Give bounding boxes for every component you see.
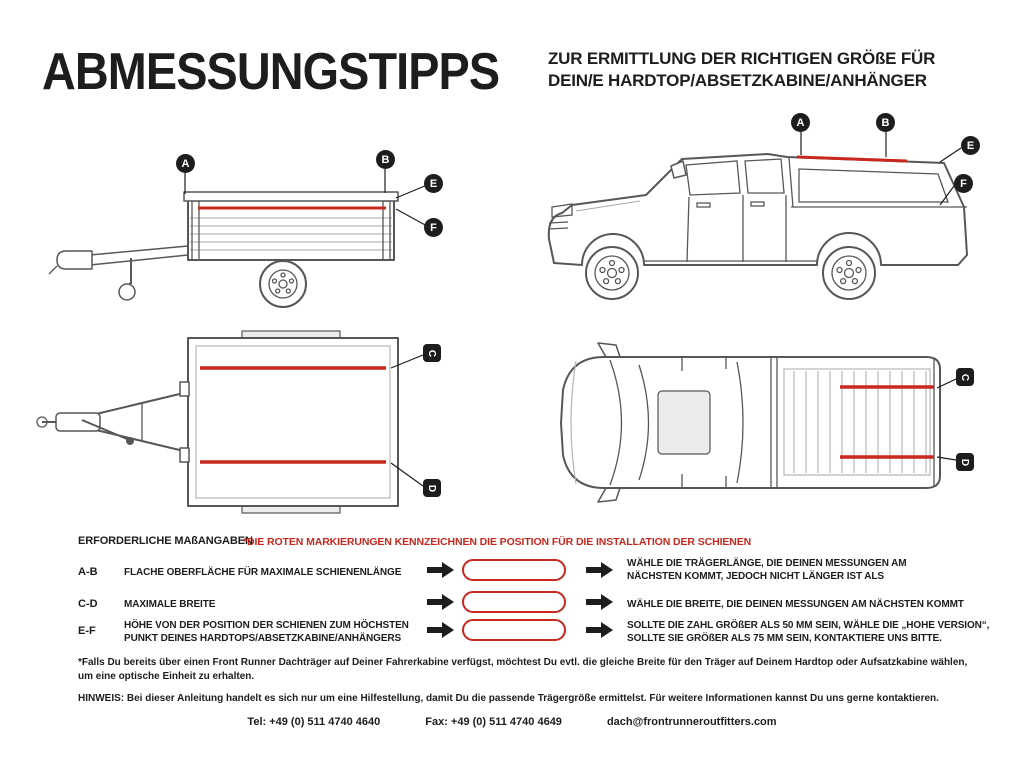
truck-top-view-illustration [560, 342, 957, 503]
marker-e-trailer: E [424, 174, 443, 193]
marker-a-truck: A [791, 113, 810, 132]
marker-b-truck: B [876, 113, 895, 132]
marker-letter: C [959, 373, 971, 381]
measurements-heading: ERFORDERLICHE MAßANGABEN [78, 535, 253, 547]
row-ab-label: FLACHE OBERFLÄCHE FÜR MAXIMALE SCHIENENL… [124, 567, 402, 578]
measurement-field-ab[interactable] [462, 559, 566, 581]
marker-letter: C [426, 349, 438, 357]
asterisk-footnote: *Falls Du bereits über einen Front Runne… [78, 657, 968, 682]
measurement-field-ef[interactable] [462, 619, 566, 641]
marker-f-truck: F [954, 174, 973, 193]
subtitle-line1: ZUR ERMITTLUNG DER RICHTIGEN GRÖßE FÜR [548, 49, 936, 68]
marker-letter: D [426, 484, 438, 492]
marker-letter: D [959, 458, 971, 466]
red-markings-note: *DIE ROTEN MARKIERUNGEN KENNZEICHNEN DIE… [243, 536, 752, 548]
arrow-icon [586, 594, 616, 610]
trailer-top-view-illustration [36, 330, 424, 514]
arrow-icon [586, 622, 616, 638]
subtitle-line2: DEIN/E HARDTOP/ABSETZKABINE/ANHÄNGER [548, 71, 927, 90]
trailer-side-view-illustration [48, 169, 428, 308]
measurement-field-cd[interactable] [462, 591, 566, 613]
marker-f-trailer: F [424, 218, 443, 237]
marker-d-truck-top: D [956, 453, 974, 471]
row-cd-code: C-D [78, 598, 98, 610]
row-ef-label: HÖHE VON DER POSITION DER SCHIENEN ZUM H… [124, 620, 409, 644]
arrow-icon [427, 594, 457, 610]
marker-c-trailer-top: C [423, 344, 441, 362]
marker-b-trailer: B [376, 150, 395, 169]
row-cd-label: MAXIMALE BREITE [124, 599, 216, 610]
row-ef-code: E-F [78, 625, 96, 637]
page-title: ABMESSUNGSTIPPS [42, 43, 500, 101]
truck-side-view-illustration [547, 132, 968, 300]
marker-a-trailer: A [176, 154, 195, 173]
contact-email: dach@frontrunneroutfitters.com [606, 716, 777, 728]
contact-bar: Tel: +49 (0) 511 4740 4640 Fax: +49 (0) … [0, 716, 1024, 728]
contact-fax: Fax: +49 (0) 511 4740 4649 [425, 716, 562, 728]
arrow-icon [427, 622, 457, 638]
arrow-icon [586, 562, 616, 578]
marker-c-truck-top: C [956, 368, 974, 386]
page-subtitle: ZUR ERMITTLUNG DER RICHTIGEN GRÖßE FÜR D… [548, 48, 935, 92]
row-ab-result: WÄHLE DIE TRÄGERLÄNGE, DIE DEINEN MESSUN… [627, 558, 907, 582]
arrow-icon [427, 562, 457, 578]
row-ef-result: SOLLTE DIE ZAHL GRÖßER ALS 50 MM SEIN, W… [627, 620, 990, 644]
row-cd-result: WÄHLE DIE BREITE, DIE DEINEN MESSUNGEN A… [627, 599, 964, 610]
row-ab-code: A-B [78, 566, 98, 578]
marker-d-trailer-top: D [423, 479, 441, 497]
rail-position-marking [796, 155, 908, 163]
marker-e-truck: E [961, 136, 980, 155]
hinweis-note: HINWEIS: Bei dieser Anleitung handelt es… [78, 693, 939, 704]
contact-tel: Tel: +49 (0) 511 4740 4640 [247, 716, 381, 728]
